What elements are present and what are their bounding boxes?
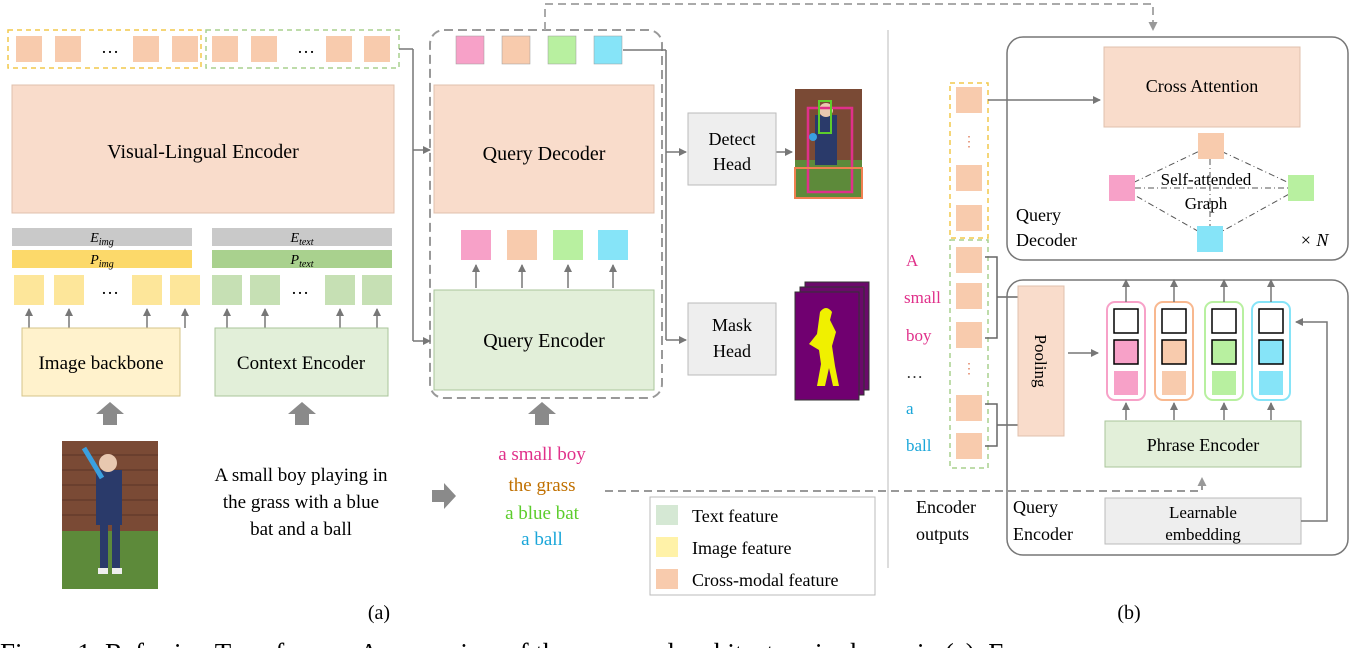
svg-text:⋮: ⋮ xyxy=(962,135,976,150)
head-connectors xyxy=(623,49,793,344)
query-encoder-box xyxy=(433,289,655,391)
svg-text:Eimg: Eimg xyxy=(89,231,114,248)
detection-output-image xyxy=(794,89,863,199)
times-n-label: × N xyxy=(1300,230,1330,250)
graph-label-1: Self-attended xyxy=(1161,170,1252,189)
cross-attention-label: Cross Attention xyxy=(1146,76,1259,96)
image-tokens: … xyxy=(14,275,200,305)
pooling-box xyxy=(1017,285,1065,437)
phrase-encoder-label: Phrase Encoder xyxy=(1147,435,1259,455)
phrase-1: a small boy xyxy=(498,444,586,465)
query-mid-tokens xyxy=(461,230,628,260)
pooling-brackets xyxy=(985,256,1018,447)
legend-swatch-text xyxy=(656,505,678,525)
query-encoder-title-2: Encoder xyxy=(1013,524,1073,544)
visual-lingual-encoder-box xyxy=(11,84,395,214)
text-tokens: … xyxy=(212,275,392,305)
svg-text:…: … xyxy=(291,278,309,298)
svg-text:…: … xyxy=(297,37,315,57)
query-decoder-title-2: Decoder xyxy=(1016,230,1077,250)
query-decoder-box xyxy=(433,84,655,214)
mask-output-stack xyxy=(794,281,870,401)
detect-head-label-1: Detect xyxy=(709,129,756,149)
legend-cross-modal-feature: Cross-modal feature xyxy=(692,570,838,590)
word-a-2: a xyxy=(906,399,914,418)
self-attended-graph xyxy=(1109,133,1314,252)
thick-up-arrow xyxy=(96,402,124,425)
caption-line-2: the grass with a blue xyxy=(223,492,379,513)
stack-arrows xyxy=(1122,279,1275,420)
svg-text:Ptext: Ptext xyxy=(290,253,314,270)
caption-line-1: A small boy playing in xyxy=(214,465,388,486)
svg-text:Pimg: Pimg xyxy=(89,253,114,270)
pooling-label: Pooling xyxy=(1031,335,1050,388)
legend-swatch-image xyxy=(656,537,678,557)
graph-label-2: Graph xyxy=(1185,194,1228,213)
mask-head-label-1: Mask xyxy=(712,315,752,335)
legend: Text feature Image feature Cross-modal f… xyxy=(649,496,876,596)
word-boy: boy xyxy=(906,326,932,345)
word-ball: ball xyxy=(906,436,932,455)
image-backbone-box xyxy=(21,327,181,397)
token-arrows xyxy=(25,308,381,328)
learnable-to-queries xyxy=(1295,318,1328,522)
e-img-bar xyxy=(12,228,192,246)
query-encoder-label: Query Encoder xyxy=(483,330,605,352)
learnable-embedding-label-1: Learnable xyxy=(1169,503,1237,522)
text-output-column xyxy=(949,239,989,469)
query-up-arrows xyxy=(472,264,617,288)
p-img-bar xyxy=(12,250,192,268)
panel-b-label: (b) xyxy=(1117,602,1140,624)
vl-to-query-connectors xyxy=(399,48,431,345)
phrase-4: a ball xyxy=(521,529,563,550)
detect-head-box xyxy=(687,112,777,186)
input-photo xyxy=(62,441,158,589)
legend-image-feature: Image feature xyxy=(692,538,791,558)
encoder-output-tokens: ⋮ ⋮ xyxy=(956,87,982,459)
panel-a-label: (a) xyxy=(368,602,390,624)
output-token-row: … … xyxy=(7,29,400,69)
e-text-bar xyxy=(212,228,392,246)
query-decoder-label: Query Decoder xyxy=(483,143,606,165)
context-encoder-label: Context Encoder xyxy=(237,353,366,374)
svg-text:…: … xyxy=(101,278,119,298)
cross-attention-box xyxy=(1103,46,1301,128)
context-encoder-box xyxy=(214,327,389,397)
detect-head-label-2: Head xyxy=(713,154,751,174)
thick-up-arrow xyxy=(288,402,316,425)
query-output-tokens xyxy=(455,35,623,65)
svg-text:⋮: ⋮ xyxy=(962,362,976,377)
phrase-encoder-box xyxy=(1104,420,1302,468)
image-output-column xyxy=(949,82,989,239)
encoder-outputs-label-2: outputs xyxy=(916,524,969,544)
decoder-dashed-connector xyxy=(544,3,1158,31)
thick-right-arrow xyxy=(432,483,456,509)
word-ellipsis: … xyxy=(906,363,923,382)
word-a: A xyxy=(906,251,919,270)
learnable-embedding-label-2: embedding xyxy=(1165,525,1241,544)
figure-caption: Figure 1: Referring Transformer. An over… xyxy=(0,638,1026,648)
mask-head-box xyxy=(687,302,777,376)
thick-up-arrow xyxy=(528,402,556,425)
phrase-3: a blue bat xyxy=(505,503,580,524)
caption-line-3: bat and a ball xyxy=(250,519,352,540)
legend-swatch-cross xyxy=(656,569,678,589)
query-decoder-title-1: Query xyxy=(1016,205,1061,225)
legend-text-feature: Text feature xyxy=(692,506,778,526)
svg-text:Etext: Etext xyxy=(290,231,314,248)
word-small: small xyxy=(904,288,941,307)
query-stacks xyxy=(1106,301,1291,401)
visual-lingual-encoder-label: Visual-Lingual Encoder xyxy=(107,141,299,163)
encoder-outputs-label-1: Encoder xyxy=(916,497,976,517)
image-backbone-label: Image backbone xyxy=(38,353,163,374)
query-decoder-panel xyxy=(1006,36,1349,261)
query-encoder-title-1: Query xyxy=(1013,497,1058,517)
ellipsis-text: … xyxy=(101,37,119,57)
phrase-dashed-connector xyxy=(605,477,1207,492)
mask-head-label-2: Head xyxy=(713,341,751,361)
p-text-bar xyxy=(212,250,392,268)
phrase-2: the grass xyxy=(508,475,575,496)
